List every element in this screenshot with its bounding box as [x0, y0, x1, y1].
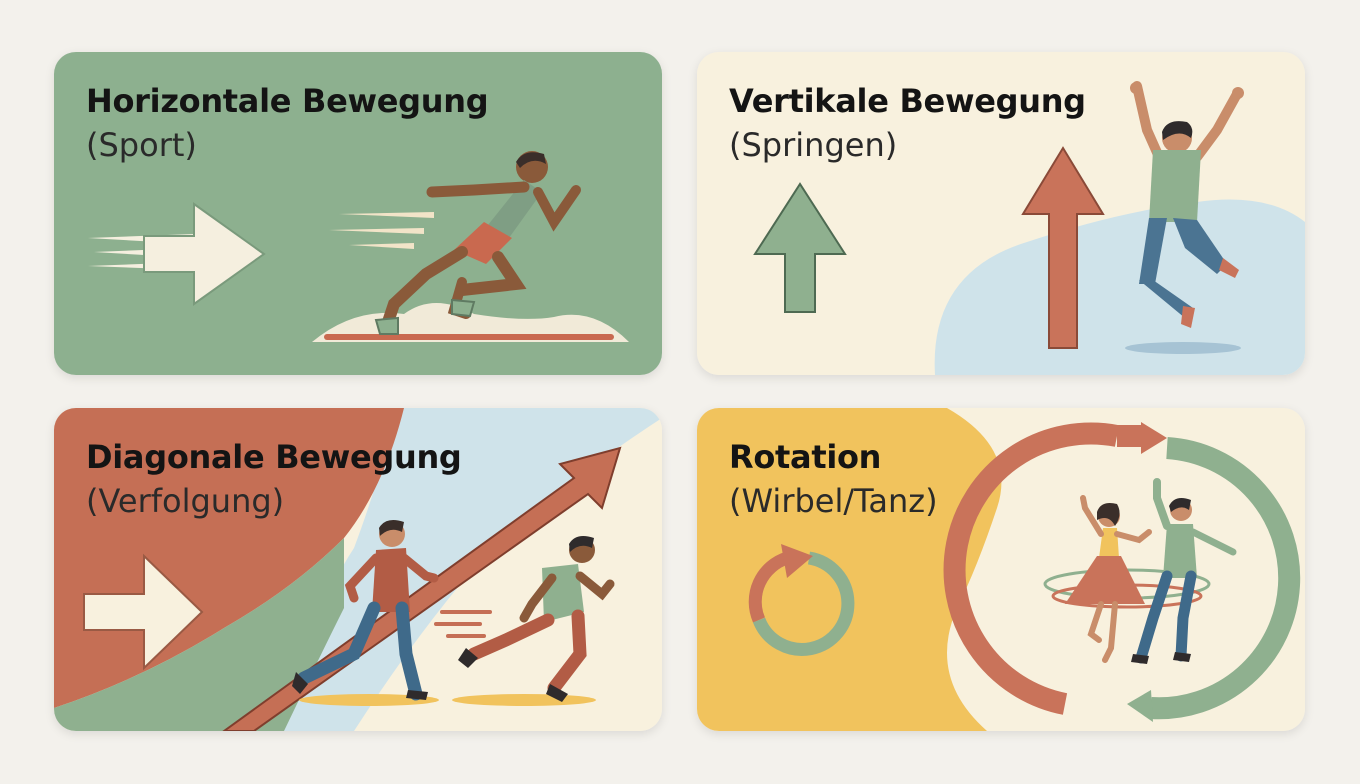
- track-line-icon: [324, 334, 614, 340]
- up-arrow-large-icon: [1021, 146, 1105, 349]
- large-circular-arrow-icon: [943, 422, 1301, 722]
- jumper-shadow-icon: [1125, 342, 1241, 354]
- right-arrow-icon: [83, 553, 204, 671]
- horizontal-illustration: [54, 52, 662, 375]
- horizontal-arrow-icon: [143, 202, 266, 306]
- runner-fleeing-icon: [292, 520, 439, 701]
- card-subtitle: (Sport): [86, 126, 197, 164]
- dancer-woman-icon: [1065, 495, 1152, 663]
- card-title: Diagonale Bewegung: [86, 438, 462, 476]
- up-arrow-small-icon: [753, 182, 847, 313]
- card-subtitle: (Springen): [729, 126, 898, 164]
- chaser-motion-lines-icon: [434, 610, 492, 638]
- card-diagonal-movement: Diagonale Bewegung (Verfolgung): [54, 408, 662, 731]
- card-horizontal-movement: Horizontale Bewegung (Sport): [54, 52, 662, 375]
- dancer-man-icon: [1131, 478, 1237, 664]
- diagonal-arrow-icon: [222, 446, 622, 731]
- rotation-illustration: [697, 408, 1305, 731]
- card-title: Horizontale Bewegung: [86, 82, 489, 120]
- jumper-icon: [1130, 81, 1244, 328]
- card-title: Vertikale Bewegung: [729, 82, 1086, 120]
- card-title: Rotation: [729, 438, 882, 476]
- card-subtitle: (Verfolgung): [86, 482, 285, 520]
- card-rotation: Rotation (Wirbel/Tanz): [697, 408, 1305, 731]
- runner-icon: [374, 151, 581, 335]
- runner-chasing-icon: [458, 536, 615, 702]
- diagonal-illustration: [54, 408, 662, 731]
- small-circular-arrow-icon: [748, 544, 855, 656]
- vertical-illustration: [697, 52, 1305, 375]
- runner-motion-lines-icon: [329, 212, 434, 249]
- card-vertical-movement: Vertikale Bewegung (Springen): [697, 52, 1305, 375]
- card-subtitle: (Wirbel/Tanz): [729, 482, 938, 520]
